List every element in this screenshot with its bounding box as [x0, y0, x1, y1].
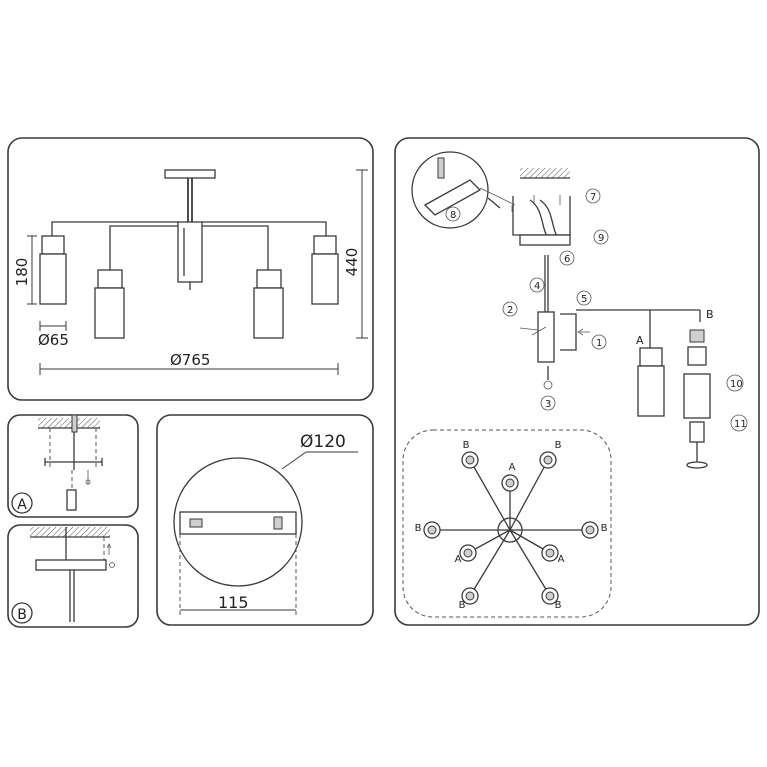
canopy-diameter-label: Ø120 — [300, 432, 346, 452]
top-view-shade-core — [543, 455, 553, 465]
top-view-arms: B B A B B A A B B — [415, 440, 608, 611]
top-view-arm — [469, 529, 511, 597]
panel-b-label: B — [17, 607, 27, 623]
top-view-shade-core — [545, 548, 555, 558]
top-view-arm-label: B — [463, 440, 470, 451]
top-view-arm-label: B — [601, 523, 608, 534]
panel-a-label: A — [17, 497, 27, 513]
top-view-shade-core — [545, 591, 555, 601]
step-label: 11 — [734, 419, 747, 430]
step-label: 5 — [581, 294, 587, 305]
shade-outer-left — [39, 235, 67, 305]
overview-panel: 440 180 Ø65 Ø765 — [7, 137, 374, 401]
top-view-arm-label: B — [459, 600, 466, 611]
dim-total-diameter-label: Ø765 — [170, 351, 210, 369]
dim-shade-height-label: 180 — [13, 258, 31, 287]
mounting-panel-b: B — [7, 524, 139, 628]
shade-b-label: B — [706, 308, 714, 321]
dim-height-label: 440 — [343, 248, 361, 277]
shade-inner-left — [94, 269, 125, 339]
top-view-shade-core — [427, 525, 437, 535]
top-view-arm-label: B — [415, 523, 422, 534]
top-view-shade-core — [465, 455, 475, 465]
top-view-arm-label: A — [509, 462, 516, 473]
shade-outer-right — [311, 235, 339, 305]
step-label: 1 — [596, 338, 602, 349]
assembly-panel: 1 2 3 4 5 6 7 8 9 10 11 A B B B A B B A A B B — [394, 137, 760, 626]
step-label: 9 — [598, 233, 604, 244]
top-view-shade-core — [465, 591, 475, 601]
top-view-arm — [509, 459, 549, 531]
top-view-arm-label: B — [555, 440, 562, 451]
step-label: 8 — [450, 210, 456, 221]
terminal-block-zoom — [411, 151, 489, 229]
step-label: 10 — [730, 379, 743, 390]
step-label: 6 — [564, 254, 570, 265]
top-view-arm — [469, 459, 511, 531]
top-view-arm-label: B — [555, 600, 562, 611]
dim-shade-diameter-label: Ø65 — [38, 331, 69, 349]
top-view-shade-core — [505, 478, 515, 488]
step-label: 7 — [590, 192, 596, 203]
step-label: 3 — [545, 399, 551, 410]
canopy-hole-spacing-label: 115 — [218, 593, 249, 612]
shade-inner-right — [253, 269, 284, 339]
canopy-panel: 115 Ø120 — [156, 414, 374, 626]
mounting-panel-a: A — [7, 414, 139, 518]
top-view-arm-label: A — [558, 554, 565, 565]
top-view-shade-core — [463, 548, 473, 558]
top-view-arm-label: A — [455, 554, 462, 565]
shade-a-label: A — [636, 334, 644, 347]
top-view-shade-core — [585, 525, 595, 535]
top-view-arm — [509, 529, 551, 597]
step-label: 4 — [534, 281, 540, 292]
step-label: 2 — [507, 305, 513, 316]
